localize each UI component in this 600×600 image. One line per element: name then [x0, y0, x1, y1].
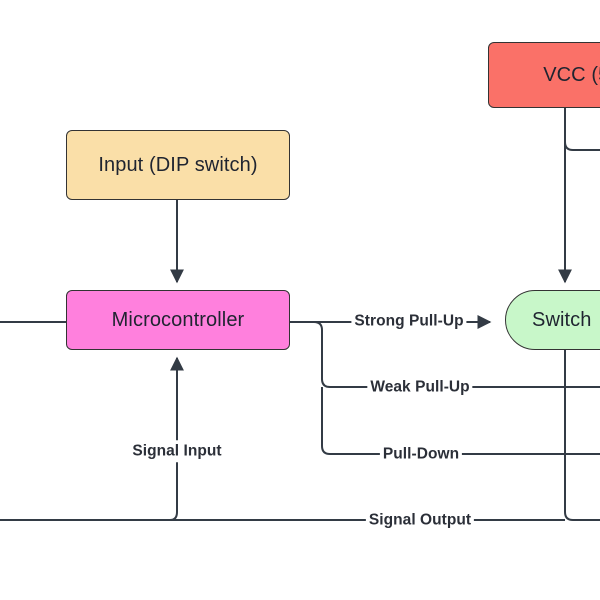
node-switch-label: Switch	[532, 309, 592, 331]
edge-vcc-branch-right	[564, 141, 600, 151]
edge-label-weak-pull-up: Weak Pull-Up	[367, 376, 473, 398]
edge-label-strong-pull-up: Strong Pull-Up	[351, 310, 467, 332]
edge-switch-to-signal-output	[564, 350, 600, 521]
node-microcontroller[interactable]: Microcontroller	[66, 290, 290, 350]
edge-mcu-pull-down	[321, 387, 600, 455]
edge-label-signal-input: Signal Input	[129, 440, 225, 462]
node-input-dip-switch-label: Input (DIP switch)	[98, 154, 258, 176]
edge-label-pull-down: Pull-Down	[379, 443, 463, 465]
edge-signal-input-to-mcu	[169, 356, 184, 521]
node-vcc[interactable]: VCC (5V	[488, 42, 600, 108]
node-input-dip-switch[interactable]: Input (DIP switch)	[66, 130, 290, 200]
node-switch[interactable]: Switch	[505, 290, 600, 350]
node-vcc-label: VCC (5V	[543, 64, 600, 86]
node-microcontroller-label: Microcontroller	[111, 309, 245, 331]
edge-mcu-weak-pullup	[290, 321, 600, 388]
edge-label-signal-output: Signal Output	[365, 509, 475, 531]
